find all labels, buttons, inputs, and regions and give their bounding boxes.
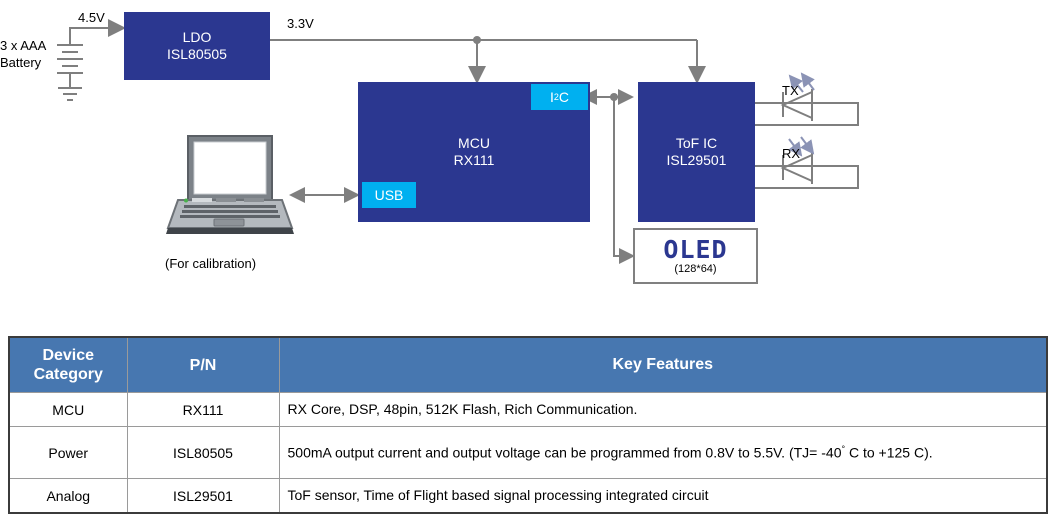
usb-port-badge[interactable]: USB xyxy=(362,182,416,208)
cell-part-number: RX111 xyxy=(126,392,280,428)
header-device-category: Device Category xyxy=(8,336,128,394)
header-part-number: P/N xyxy=(126,336,280,394)
cell-category: Power xyxy=(8,426,128,480)
features-text: ToF sensor, Time of Flight based signal … xyxy=(287,487,709,504)
header-device-category-line1: Device xyxy=(42,347,95,364)
oled-display-module[interactable]: OLED (128*64) xyxy=(633,228,758,284)
cell-category: MCU xyxy=(8,392,128,428)
degree-symbol: ° xyxy=(841,444,846,455)
label-output-voltage: 3.3V xyxy=(287,16,314,31)
cell-key-features: ToF sensor, Time of Flight based signal … xyxy=(278,478,1048,514)
table-row: MCU RX111 RX Core, DSP, 48pin, 512K Flas… xyxy=(8,392,1048,428)
battery-symbol xyxy=(57,32,83,101)
wire-i2c-to-oled xyxy=(613,97,635,264)
label-rx: RX xyxy=(782,146,801,161)
device-summary-table: Device Category P/N Key Features MCU RX1… xyxy=(8,336,1048,514)
table-row: Analog ISL29501 ToF sensor, Time of Flig… xyxy=(8,478,1048,514)
rx-received-light-arrows xyxy=(788,136,815,157)
cell-key-features: RX Core, DSP, 48pin, 512K Flash, Rich Co… xyxy=(278,392,1048,428)
label-battery: 3 x AAA Battery xyxy=(0,38,46,70)
block-ldo-title: LDO xyxy=(182,28,212,45)
cell-key-features: 500mA output current and output voltage … xyxy=(278,426,1048,480)
cell-category: Analog xyxy=(8,478,128,514)
oled-resolution-label: (128*64) xyxy=(674,263,717,275)
header-key-features: Key Features xyxy=(278,336,1048,394)
header-device-category-line2: Category xyxy=(33,366,103,384)
system-block-diagram: LDO ISL80505 MCU RX111 ToF IC ISL29501 I… xyxy=(0,10,859,284)
wire-4v5 xyxy=(69,19,126,37)
table-row: Power ISL80505 500mA output current and … xyxy=(8,426,1048,480)
i2c-label-suffix: C xyxy=(558,89,570,105)
features-text: 500mA output current and output voltage … xyxy=(287,444,842,461)
label-for-calibration: (For calibration) xyxy=(165,256,257,271)
wiring-svg xyxy=(57,19,859,264)
oled-screen-text: OLED xyxy=(663,235,728,264)
junction-dot-3v3 xyxy=(473,36,481,44)
block-ldo[interactable]: LDO ISL80505 xyxy=(124,12,270,80)
block-mcu-title: MCU xyxy=(458,134,490,151)
block-tof-title: ToF IC xyxy=(675,134,718,151)
block-tof-ic[interactable]: ToF IC ISL29501 xyxy=(638,82,755,222)
block-ldo-part: ISL80505 xyxy=(167,46,227,62)
table-header-row: Device Category P/N Key Features xyxy=(8,336,1048,394)
i2c-label-superscript: 2 xyxy=(553,92,559,102)
usb-label: USB xyxy=(374,187,404,203)
block-mcu-part: RX111 xyxy=(453,152,495,168)
label-tx: TX xyxy=(782,83,799,98)
block-tof-part: ISL29501 xyxy=(666,152,727,168)
label-input-voltage: 4.5V xyxy=(78,10,105,25)
laptop-icon xyxy=(166,135,294,234)
features-text: RX Core, DSP, 48pin, 512K Flash, Rich Co… xyxy=(287,401,638,418)
rx-led-circuit xyxy=(755,152,859,189)
tx-emitted-light-arrows xyxy=(788,72,815,93)
cell-part-number: ISL29501 xyxy=(126,478,280,514)
cell-part-number: ISL80505 xyxy=(126,426,280,480)
tx-led-circuit xyxy=(755,89,859,126)
features-text-cont: C to +125 C). xyxy=(845,444,933,461)
i2c-label-prefix: I xyxy=(549,89,554,105)
